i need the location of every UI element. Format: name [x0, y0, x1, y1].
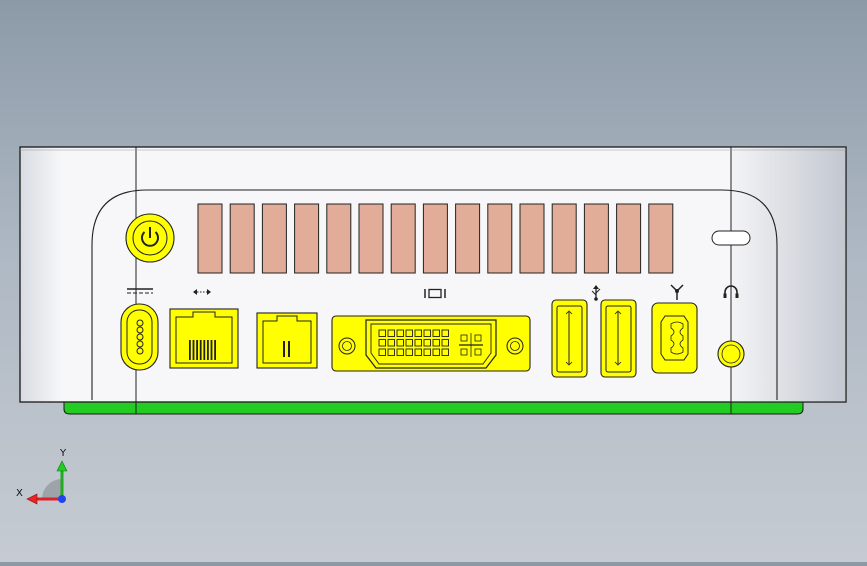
vent-slot	[261, 203, 287, 274]
power-button[interactable]	[125, 213, 175, 263]
ethernet-icon	[193, 289, 211, 295]
dvi-pin	[378, 348, 386, 356]
dvi-pin	[432, 339, 440, 347]
firewire-icon	[670, 284, 684, 300]
vent-slot	[583, 203, 609, 274]
vent-slot	[358, 203, 384, 274]
dvi-analog-pins	[459, 333, 483, 357]
dvi-pin	[396, 329, 404, 337]
vent-slot	[197, 203, 223, 274]
vent-slot	[487, 203, 513, 274]
dc-power-port[interactable]	[120, 303, 159, 371]
dvi-pin	[387, 329, 395, 337]
rear-panel[interactable]	[91, 189, 778, 400]
vent-slot	[616, 203, 642, 274]
dvi-pin	[378, 329, 386, 337]
dvi-pin	[432, 329, 440, 337]
dvi-pin	[423, 348, 431, 356]
audio-jack[interactable]	[717, 340, 745, 368]
dvi-pin	[387, 348, 395, 356]
coordinate-triad: Y X	[16, 448, 68, 505]
dvi-pin	[387, 339, 395, 347]
vent-slot	[390, 203, 416, 274]
y-arrow-icon	[56, 460, 68, 472]
ethernet-pin	[214, 340, 216, 360]
vent-slot	[422, 203, 448, 274]
vent-slot	[551, 203, 577, 274]
dc-pin	[136, 326, 144, 334]
ethernet-pin	[192, 340, 195, 360]
vent-slot	[326, 203, 352, 274]
base-plate[interactable]	[63, 401, 804, 415]
dvi-pin	[414, 348, 422, 356]
dvi-pin	[441, 329, 449, 337]
ethernet-pin	[203, 340, 206, 360]
vent-slot	[229, 203, 255, 274]
x-axis-label: X	[16, 488, 23, 499]
vent-slot	[519, 203, 545, 274]
firewire-port[interactable]	[651, 302, 698, 374]
dvi-port[interactable]	[331, 315, 531, 372]
dc-pin	[136, 333, 144, 341]
vent-slot	[648, 203, 674, 274]
ethernet-pin	[207, 340, 209, 360]
dvi-pin	[414, 339, 422, 347]
dc-pin	[136, 319, 144, 327]
ethernet-pin	[189, 340, 191, 360]
usb-port-2[interactable]	[600, 299, 637, 378]
headphone-icon	[723, 285, 739, 298]
dvi-pin	[405, 348, 413, 356]
enclosure[interactable]	[19, 146, 847, 414]
dvi-pin	[414, 329, 422, 337]
vent-grille	[197, 203, 674, 274]
ethernet-pin	[199, 340, 202, 360]
ethernet-pin	[196, 340, 198, 360]
dvi-pin	[423, 339, 431, 347]
x-arrow-icon	[26, 493, 38, 505]
dc-pin	[136, 340, 144, 348]
ethernet-pin	[210, 340, 213, 360]
dvi-pin	[378, 339, 386, 347]
ethernet-port-secondary[interactable]	[256, 312, 318, 369]
vent-slot	[294, 203, 320, 274]
dc-power-icon	[127, 288, 153, 294]
dvi-icon	[424, 288, 446, 299]
dvi-pin	[396, 348, 404, 356]
dvi-pin	[396, 339, 404, 347]
power-icon	[141, 227, 159, 247]
dvi-pin	[441, 339, 449, 347]
ethernet-port[interactable]	[169, 308, 239, 369]
security-slot[interactable]	[711, 230, 751, 246]
vent-slot	[455, 203, 481, 274]
y-axis-label: Y	[59, 448, 67, 459]
dvi-pin	[432, 348, 440, 356]
usb-icon	[591, 285, 601, 301]
dvi-pin	[405, 339, 413, 347]
usb-port-1[interactable]	[551, 299, 588, 378]
dc-pin	[136, 347, 144, 355]
dvi-pin	[405, 329, 413, 337]
dvi-pin	[441, 348, 449, 356]
dvi-pin	[423, 329, 431, 337]
